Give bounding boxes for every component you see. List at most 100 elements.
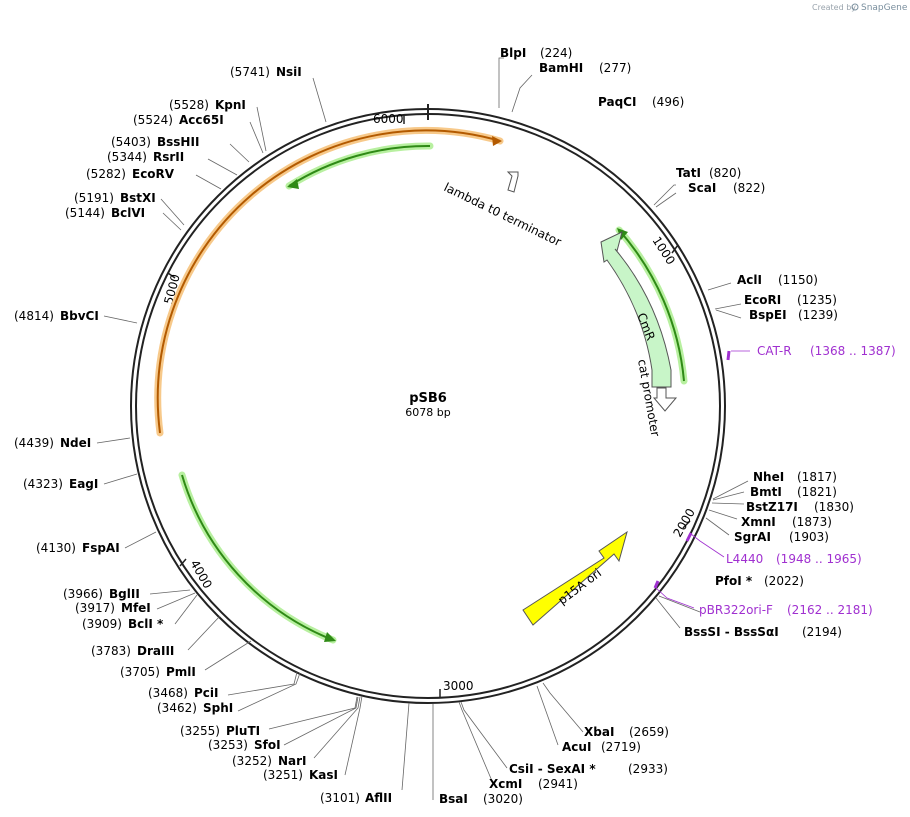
enzyme-label-bstz17i[interactable]: BstZ17I (1830) bbox=[746, 500, 854, 514]
svg-text:(5403): (5403) bbox=[111, 135, 151, 149]
enzyme-label-acli[interactable]: AclI (1150) bbox=[737, 273, 818, 287]
svg-text:BclVI: BclVI bbox=[111, 206, 145, 220]
svg-text:(3705): (3705) bbox=[120, 665, 160, 679]
enzyme-label-bbvci[interactable]: (4814) BbvCI bbox=[14, 309, 99, 323]
lambda-t0-terminator-icon bbox=[506, 171, 519, 193]
svg-text:NheI: NheI bbox=[753, 470, 784, 484]
svg-text:BclI *: BclI * bbox=[128, 617, 164, 631]
enzyme-label-scai[interactable]: ScaI (822) bbox=[688, 181, 765, 195]
enzyme-label-mfei[interactable]: (3917) MfeI bbox=[75, 601, 151, 615]
enzyme-label-bsshii[interactable]: (5403) BssHII bbox=[111, 135, 199, 149]
svg-text:MfeI: MfeI bbox=[121, 601, 151, 615]
svg-text:(5528): (5528) bbox=[169, 98, 209, 112]
svg-text:BamHI: BamHI bbox=[539, 61, 583, 75]
enzyme-label-draiii[interactable]: (3783) DraIII bbox=[91, 644, 174, 658]
enzyme-label-ecorv[interactable]: (5282) EcoRV bbox=[86, 167, 175, 181]
enzyme-label-pfoi[interactable]: PfoI * (2022) bbox=[715, 574, 804, 588]
enzyme-label-xcmi[interactable]: XcmI (2941) bbox=[489, 777, 578, 791]
svg-text:SgrAI: SgrAI bbox=[734, 530, 771, 544]
svg-text:PciI: PciI bbox=[194, 686, 219, 700]
primer-marks bbox=[653, 350, 750, 609]
svg-text:(4439): (4439) bbox=[14, 436, 54, 450]
svg-text:(5144): (5144) bbox=[65, 206, 105, 220]
enzyme-label-bspei[interactable]: BspEI (1239) bbox=[749, 308, 838, 322]
enzyme-label-rsrii[interactable]: (5344) RsrII bbox=[107, 150, 184, 164]
svg-text:(1903): (1903) bbox=[789, 530, 829, 544]
enzyme-label-csii-sexai[interactable]: CsiI - SexAI * (2933) bbox=[509, 762, 668, 776]
svg-text:(3252): (3252) bbox=[232, 754, 272, 768]
enzyme-label-sfoi[interactable]: (3253) SfoI bbox=[208, 738, 281, 752]
feature-label-lambda-t0-terminator: lambda t0 terminator bbox=[442, 180, 564, 249]
svg-text:XbaI: XbaI bbox=[584, 725, 614, 739]
enzyme-label-aflii[interactable]: (3101) AflII bbox=[320, 791, 392, 805]
enzyme-label-xbai[interactable]: XbaI (2659) bbox=[584, 725, 669, 739]
enzyme-label-bcli[interactable]: (3909) BclI * bbox=[82, 617, 164, 631]
enzyme-label-paqci[interactable]: PaqCI (496) bbox=[598, 95, 684, 109]
enzyme-label-bglii[interactable]: (3966) BglII bbox=[63, 587, 140, 601]
enzyme-label-nsii[interactable]: (5741) NsiI bbox=[230, 65, 302, 79]
enzyme-label-pcii[interactable]: (3468) PciI bbox=[148, 686, 219, 700]
enzyme-label-nhei[interactable]: NheI (1817) bbox=[753, 470, 837, 484]
svg-text:(3462): (3462) bbox=[157, 701, 197, 715]
svg-text:BmtI: BmtI bbox=[750, 485, 782, 499]
tick-marks bbox=[167, 116, 691, 697]
svg-text:(3966): (3966) bbox=[63, 587, 103, 601]
svg-text:BstZ17I: BstZ17I bbox=[746, 500, 798, 514]
enzyme-label-nari[interactable]: (3252) NarI bbox=[232, 754, 307, 768]
svg-text:PmlI: PmlI bbox=[166, 665, 196, 679]
tick-label-2000: 2000 bbox=[670, 506, 697, 539]
enzyme-label-xmni[interactable]: XmnI (1873) bbox=[741, 515, 832, 529]
enzyme-label-sphi[interactable]: (3462) SphI bbox=[157, 701, 233, 715]
primer-label-l4440[interactable]: L4440 (1948 .. 1965) bbox=[726, 552, 862, 566]
primer-label-pbr322ori-f[interactable]: pBR322ori-F (2162 .. 2181) bbox=[699, 603, 873, 617]
svg-text:(3783): (3783) bbox=[91, 644, 131, 658]
enzyme-label-kpni[interactable]: (5528) KpnI bbox=[169, 98, 246, 112]
enzyme-label-acc65i[interactable]: (5524) Acc65I bbox=[133, 113, 224, 127]
enzyme-label-ndei[interactable]: (4439) NdeI bbox=[14, 436, 91, 450]
snapgene-logo-icon bbox=[851, 3, 859, 11]
svg-text:CAT-R: CAT-R bbox=[757, 344, 792, 358]
svg-text:BglII: BglII bbox=[109, 587, 140, 601]
enzyme-label-ecori[interactable]: EcoRI (1235) bbox=[744, 293, 837, 307]
enzyme-label-fspai[interactable]: (4130) FspAI bbox=[36, 541, 120, 555]
svg-text:(1821): (1821) bbox=[797, 485, 837, 499]
svg-text:SphI: SphI bbox=[203, 701, 233, 715]
enzyme-label-blpi[interactable]: BlpI (224) bbox=[500, 46, 572, 60]
enzyme-label-bmti[interactable]: BmtI (1821) bbox=[750, 485, 837, 499]
enzyme-label-pmli[interactable]: (3705) PmlI bbox=[120, 665, 196, 679]
primer-label-cat-r[interactable]: CAT-R (1368 .. 1387) bbox=[757, 344, 896, 358]
enzyme-label-bsai[interactable]: BsaI (3020) bbox=[439, 792, 523, 806]
svg-text:KpnI: KpnI bbox=[215, 98, 246, 112]
svg-text:BssHII: BssHII bbox=[157, 135, 199, 149]
enzyme-label-bsssi-bsssai[interactable]: BssSI - BssSαI (2194) bbox=[684, 625, 842, 639]
svg-text:(2933): (2933) bbox=[628, 762, 668, 776]
svg-text:BbvCI: BbvCI bbox=[60, 309, 99, 323]
enzyme-label-eagi[interactable]: (4323) EagI bbox=[23, 477, 98, 491]
svg-text:(2022): (2022) bbox=[764, 574, 804, 588]
svg-text:BspEI: BspEI bbox=[749, 308, 787, 322]
plasmid-length: 6078 bp bbox=[405, 406, 450, 419]
svg-text:(3101): (3101) bbox=[320, 791, 360, 805]
enzyme-label-acui[interactable]: AcuI (2719) bbox=[562, 740, 641, 754]
svg-text:KasI: KasI bbox=[309, 768, 338, 782]
enzyme-label-tati[interactable]: TatI (820) bbox=[676, 166, 741, 180]
svg-text:(3255): (3255) bbox=[180, 724, 220, 738]
enzyme-label-bclvi[interactable]: (5144) BclVI bbox=[65, 206, 145, 220]
enzyme-label-bamhi[interactable]: BamHI (277) bbox=[539, 61, 631, 75]
orf-orange-arc bbox=[154, 127, 504, 437]
svg-text:(2659): (2659) bbox=[629, 725, 669, 739]
svg-text:PfoI *: PfoI * bbox=[715, 574, 753, 588]
svg-text:(4814): (4814) bbox=[14, 309, 54, 323]
enzyme-label-kasi[interactable]: (3251) KasI bbox=[263, 768, 338, 782]
svg-text:(496): (496) bbox=[652, 95, 684, 109]
enzyme-label-bstxi[interactable]: (5191) BstXI bbox=[74, 191, 156, 205]
enzyme-label-sgrai[interactable]: SgrAI (1903) bbox=[734, 530, 829, 544]
svg-text:(5191): (5191) bbox=[74, 191, 114, 205]
svg-text:(3909): (3909) bbox=[82, 617, 122, 631]
plasmid-name: pSB6 bbox=[409, 391, 447, 406]
svg-text:NdeI: NdeI bbox=[60, 436, 91, 450]
svg-text:(2941): (2941) bbox=[538, 777, 578, 791]
enzyme-label-pluti[interactable]: (3255) PluTI bbox=[180, 724, 260, 738]
svg-text:(3020): (3020) bbox=[483, 792, 523, 806]
